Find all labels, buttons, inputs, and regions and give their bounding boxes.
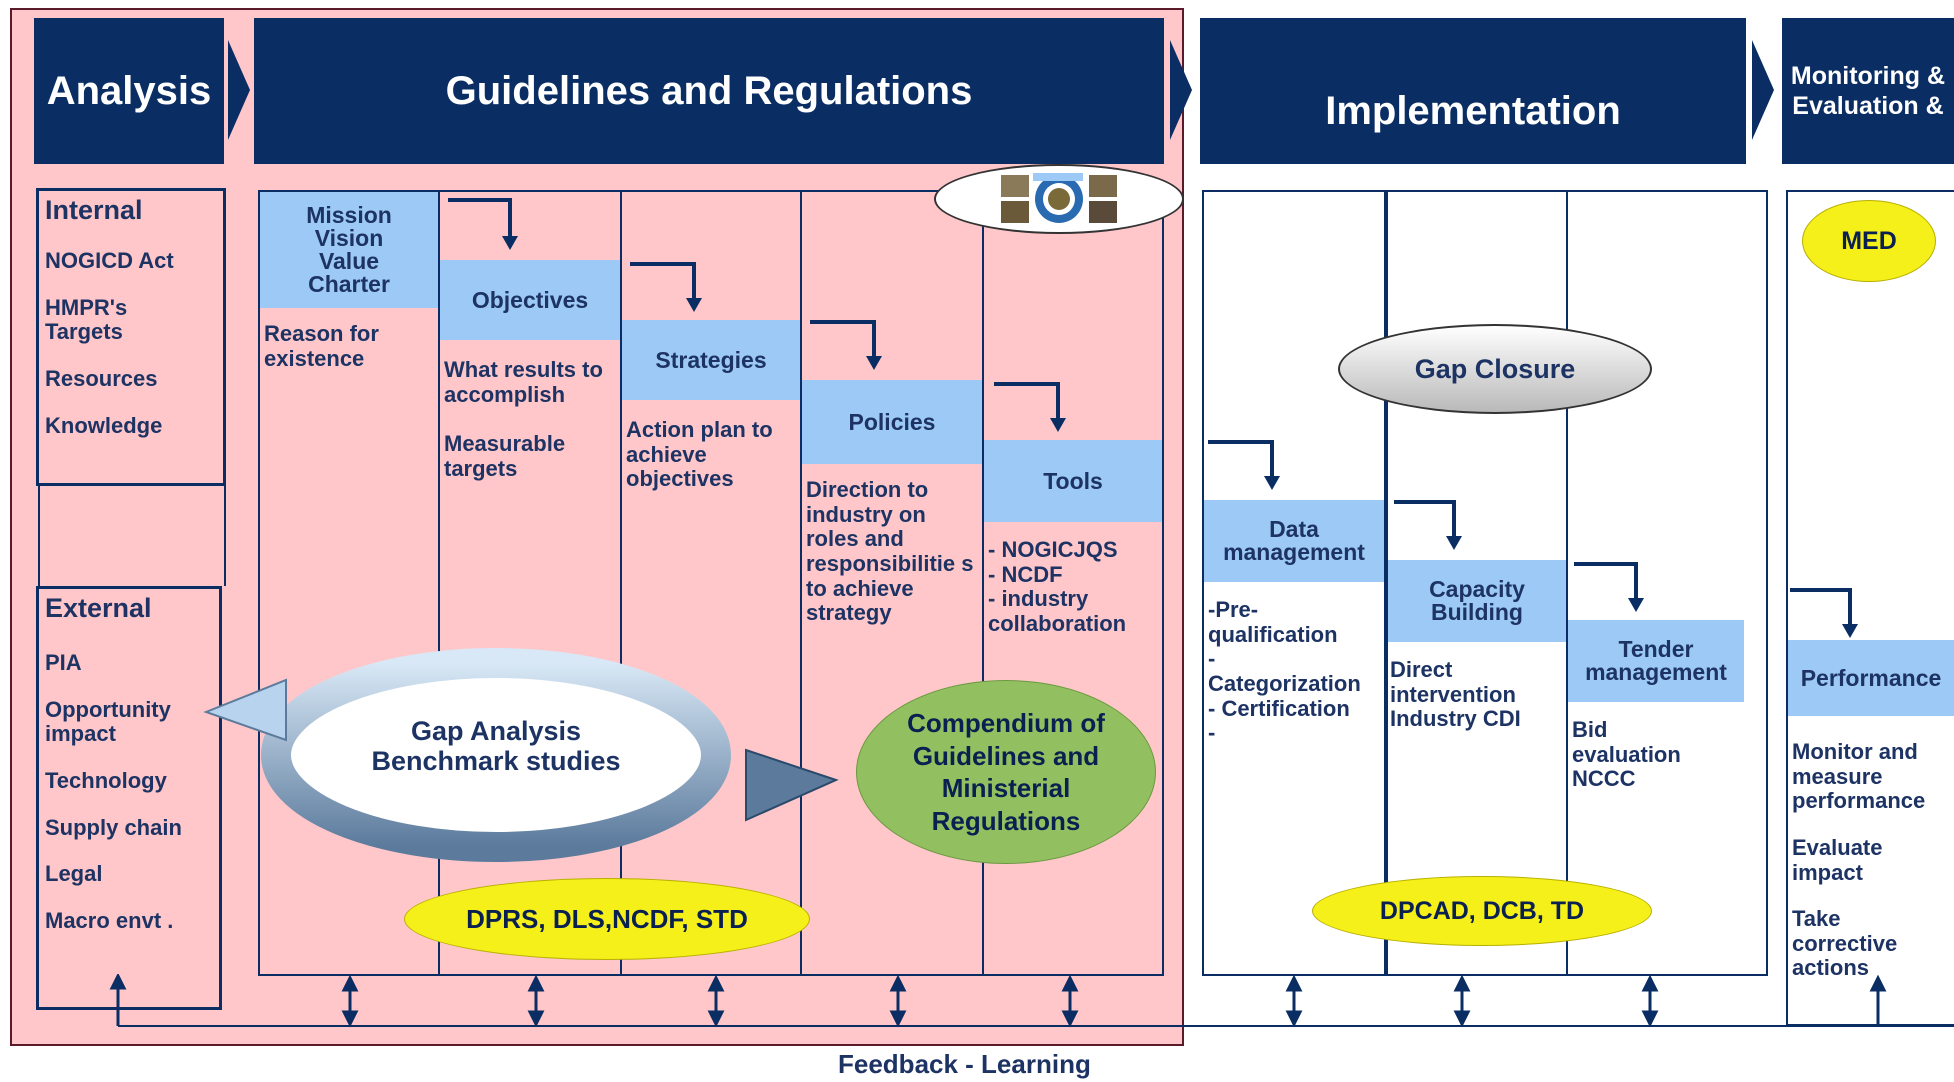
monitoring-title: Monitoring & Evaluation & (1790, 62, 1946, 120)
data-management-label-text: Data management (1223, 516, 1365, 565)
elbow-arrow-icon (1394, 500, 1462, 550)
monitoring-header: Monitoring & Evaluation & (1782, 18, 1954, 164)
analysis-title: Analysis (46, 68, 212, 113)
internal-item: HMPR's Targets (45, 294, 128, 345)
arrow-right-icon (1170, 40, 1192, 140)
elbow-arrow-icon (1208, 440, 1280, 490)
data-management-label: Data management (1204, 500, 1384, 582)
elbow-arrow-icon (994, 382, 1066, 432)
logo-emblem (934, 164, 1184, 234)
implementation-header: Implementation (1200, 18, 1746, 164)
strategies-desc: Action plan to achieve objectives (626, 417, 773, 492)
elbow-arrow-icon (630, 262, 702, 312)
med-text: MED (1841, 226, 1897, 255)
objectives-desc: What results to accomplish Measurable ta… (444, 357, 603, 481)
column-divider (438, 190, 440, 976)
mission-label-text: Mission Vision Value Charter (306, 202, 392, 297)
mission-desc: Reason for existence (264, 321, 379, 371)
compendium-text: Compendium of Guidelines and Ministerial… (907, 708, 1105, 836)
column-divider (800, 190, 802, 976)
med-ellipse: MED (1802, 200, 1936, 282)
external-item: Legal (45, 861, 103, 887)
strategies-label-text: Strategies (655, 346, 767, 373)
external-item: Macro envt . (45, 907, 174, 933)
tender-management-desc: Bid evaluation NCCC (1572, 717, 1681, 792)
logo-image (1001, 173, 1117, 223)
dprs-ellipse: DPRS, DLS,NCDF, STD (404, 878, 810, 960)
performance-item: Monitor and measure performance (1792, 739, 1926, 814)
external-list: PIA Opportunity impact Technology Supply… (45, 650, 215, 955)
tools-desc: - NOGICJQS - NCDF - industry collaborati… (988, 537, 1127, 636)
internal-item: Resources (45, 365, 158, 391)
internal-box: Internal NOGICD Act HMPR's Targets Resou… (36, 188, 226, 486)
tools-label: Tools (984, 440, 1162, 522)
internal-item: NOGICD Act (45, 248, 174, 273)
gap-closure-ellipse: Gap Closure (1338, 324, 1652, 414)
policies-label-text: Policies (848, 408, 936, 435)
guidelines-header: Guidelines and Regulations (254, 18, 1164, 164)
connector-line (224, 486, 226, 586)
elbow-arrow-icon (1790, 588, 1858, 638)
implementation-frame (1202, 190, 1768, 976)
performance-label-text: Performance (1800, 664, 1942, 691)
guidelines-title: Guidelines and Regulations (445, 68, 973, 113)
performance-item: Take corrective actions (1792, 906, 1898, 981)
implementation-title: Implementation (1325, 88, 1621, 133)
gap-analysis-text: Gap Analysis Benchmark studies (371, 716, 621, 777)
external-item: Technology (45, 767, 167, 793)
performance-list: Monitor and measure performance Evaluate… (1792, 739, 1942, 1003)
external-title: External (45, 593, 152, 623)
cycle-arrows-icon (203, 648, 839, 862)
dpcad-ellipse: DPCAD, DCB, TD (1312, 876, 1652, 946)
arrow-right-icon (228, 40, 250, 140)
compendium-ellipse: Compendium of Guidelines and Ministerial… (856, 680, 1156, 864)
capacity-building-label-text: Capacity Building (1429, 576, 1525, 625)
elbow-arrow-icon (810, 320, 882, 370)
tender-management-label-text: Tender management (1585, 636, 1727, 685)
tender-management-label: Tender management (1568, 620, 1744, 702)
analysis-header: Analysis (34, 18, 224, 164)
dprs-text: DPRS, DLS,NCDF, STD (466, 903, 748, 934)
performance-item: Evaluate impact (1792, 834, 1883, 885)
performance-label: Performance (1788, 640, 1954, 716)
objectives-label-text: Objectives (471, 286, 589, 313)
feedback-label: Feedback - Learning (838, 1049, 1091, 1079)
column-divider (1384, 190, 1388, 976)
column-divider (620, 190, 622, 976)
external-item: Opportunity impact (45, 696, 171, 747)
capacity-building-label: Capacity Building (1388, 560, 1566, 642)
elbow-arrow-icon (1574, 562, 1644, 612)
feedback-arrows (109, 974, 1954, 1028)
objectives-label: Objectives (440, 260, 620, 340)
external-item: PIA (45, 650, 82, 675)
guidelines-frame (258, 190, 1164, 976)
connector-line (38, 486, 40, 586)
mission-label: Mission Vision Value Charter (260, 192, 438, 308)
internal-list: NOGICD Act HMPR's Targets Resources Know… (45, 248, 220, 460)
column-divider (982, 190, 984, 976)
elbow-arrow-icon (448, 198, 518, 250)
data-management-desc: -Pre- qualification - Categorization - C… (1208, 597, 1361, 746)
dpcad-text: DPCAD, DCB, TD (1379, 896, 1585, 925)
internal-item: Knowledge (45, 412, 163, 438)
gap-closure-text: Gap Closure (1414, 353, 1576, 384)
external-box: External PIA Opportunity impact Technolo… (36, 586, 222, 1010)
tools-label-text: Tools (1043, 467, 1103, 494)
internal-title: Internal (45, 195, 143, 225)
policies-desc: Direction to industry on roles and respo… (806, 477, 974, 626)
arrow-right-icon (1752, 40, 1774, 140)
strategies-label: Strategies (622, 320, 800, 400)
capacity-building-desc: Direct intervention Industry CDI (1390, 657, 1521, 732)
external-item: Supply chain (45, 814, 182, 840)
column-divider (1566, 190, 1568, 976)
policies-label: Policies (802, 380, 982, 464)
